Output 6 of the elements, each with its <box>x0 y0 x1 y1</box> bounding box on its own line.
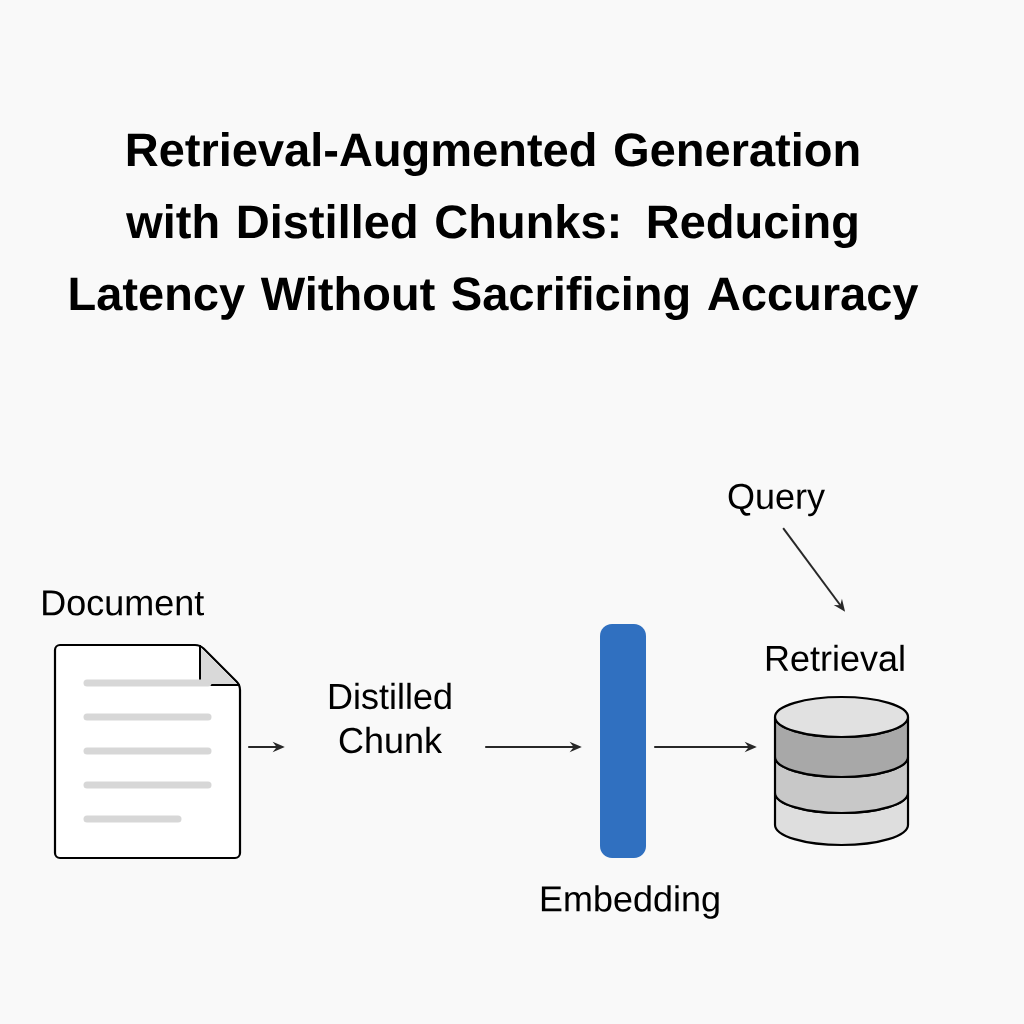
text-label: Distilled Chunk <box>329 682 451 754</box>
title: Retrieval-Augmented Generation with Distilled Chunks: Reducing Latency Without Sacrificing Accuracy <box>70 132 919 320</box>
text-label: Query <box>728 483 825 517</box>
node-label: Embedding <box>541 885 719 919</box>
node-label: Retrieval <box>766 644 904 672</box>
node-label: Document <box>43 590 204 616</box>
